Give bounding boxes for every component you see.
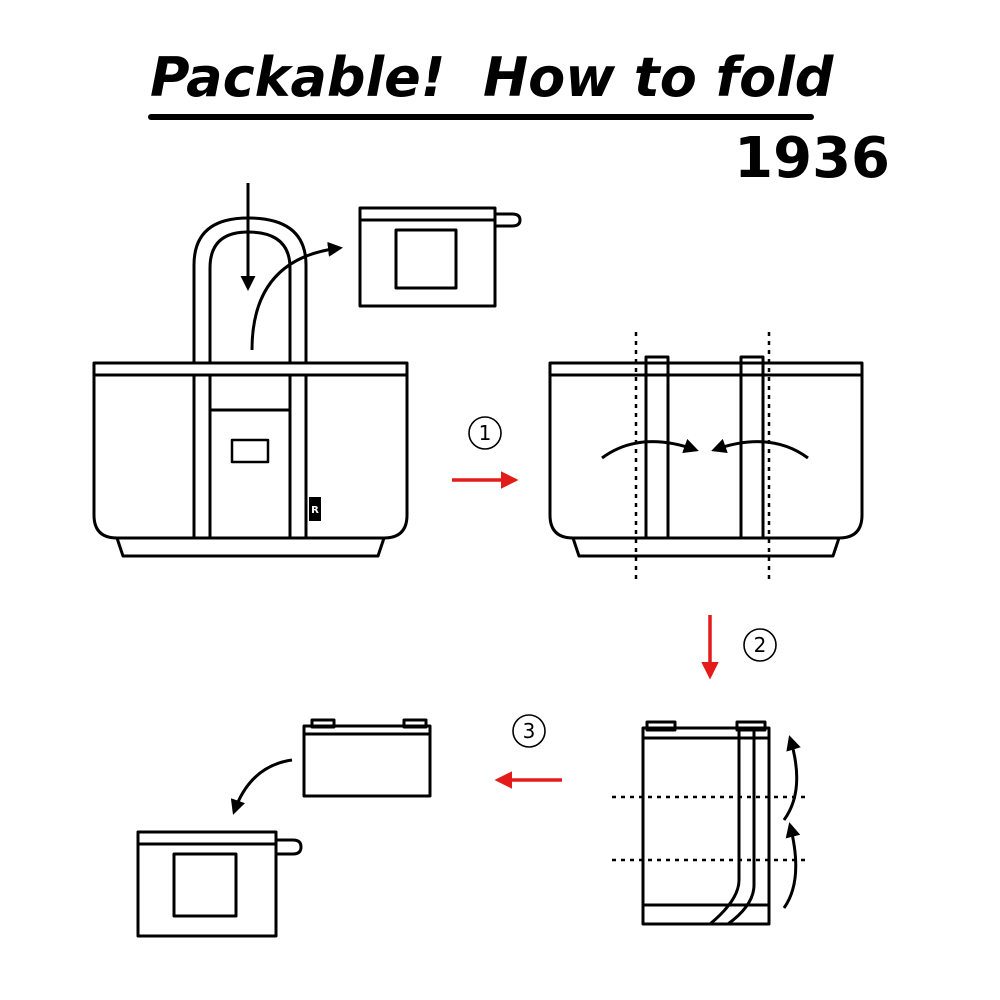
step-number-circle bbox=[512, 714, 546, 748]
fold-left-arrow-icon bbox=[711, 438, 809, 460]
step-number-circle bbox=[468, 416, 502, 450]
tote-bag-icon bbox=[92, 216, 409, 558]
folded-bag-step2-icon bbox=[641, 720, 771, 926]
step-number-3: 3 bbox=[523, 719, 536, 743]
final-pouch-icon bbox=[136, 830, 303, 938]
folded-bag-step1-icon bbox=[548, 355, 864, 558]
fold-right-arrow-icon bbox=[601, 438, 699, 460]
page-title: Packable! How to fold bbox=[150, 46, 833, 110]
fold-up-arrow-icon bbox=[782, 735, 801, 821]
brand-tag bbox=[309, 497, 321, 521]
title-packable: Packable! bbox=[150, 46, 446, 109]
curved-arrow-icon bbox=[230, 758, 293, 815]
step-number-circle bbox=[743, 628, 777, 662]
brand-tag-letter: R bbox=[311, 505, 319, 516]
pouch-icon bbox=[358, 206, 522, 308]
step-number-2: 2 bbox=[754, 633, 767, 657]
curved-arrow-icon bbox=[250, 241, 343, 351]
title-how-to-fold: How to fold bbox=[482, 46, 834, 109]
fold-up-arrow-icon bbox=[782, 822, 801, 909]
folded-bag-step3-icon bbox=[302, 718, 432, 798]
model-number: 1936 bbox=[734, 126, 890, 191]
title-underline bbox=[148, 114, 814, 120]
step-number-1: 1 bbox=[479, 421, 492, 445]
